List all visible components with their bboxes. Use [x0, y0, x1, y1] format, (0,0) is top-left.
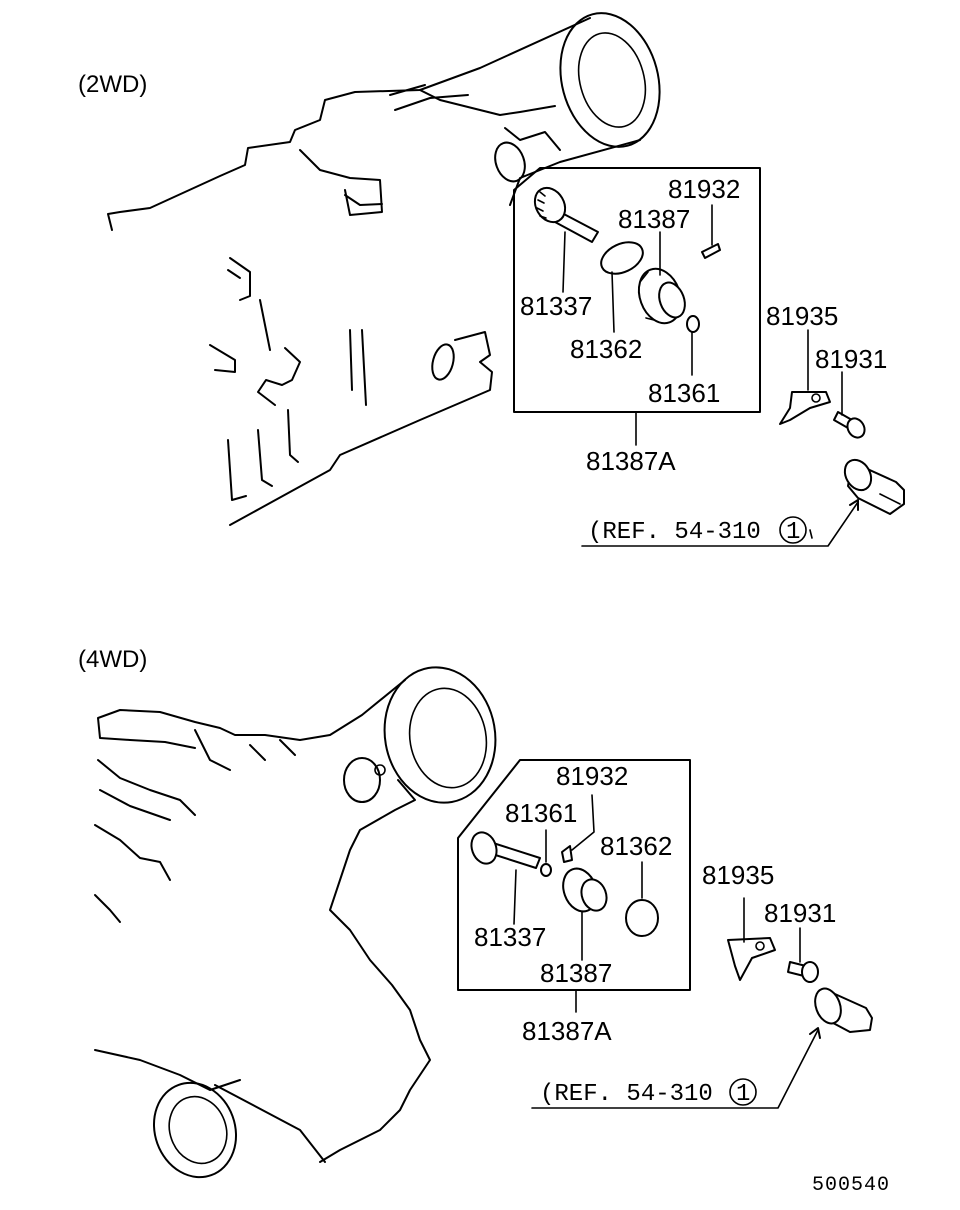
- label-81932-2wd: 81932: [668, 174, 740, 204]
- svg-text:1: 1: [786, 519, 800, 546]
- section-label-2wd: (2WD): [78, 71, 147, 98]
- pin-81932-2wd: [701, 243, 721, 259]
- o-ring-81361-2wd: [686, 315, 700, 333]
- diagram-code: 500540: [812, 1174, 890, 1197]
- speed-sensor-2wd: [843, 458, 905, 515]
- clamp-plate-81935-2wd: [779, 391, 831, 425]
- assembly-box-2wd: [513, 167, 761, 413]
- speed-sensor-4wd: [814, 987, 873, 1033]
- label-81931-4wd: 81931: [764, 898, 836, 928]
- label-81935-2wd: 81935: [766, 301, 838, 331]
- pin-81932-4wd: [561, 845, 573, 863]
- svg-text:1: 1: [736, 1081, 750, 1108]
- leader-lines-4wd: [513, 794, 643, 1013]
- reference-note-4wd: (REF. 54-310 1: [531, 1027, 821, 1109]
- label-81337-2wd: 81337: [520, 291, 592, 321]
- label-81931-2wd: 81931: [815, 344, 887, 374]
- svg-text:(REF. 54-310: (REF. 54-310: [588, 519, 761, 546]
- label-81932-4wd: 81932: [556, 761, 628, 791]
- assembly-box-4wd: [457, 759, 691, 991]
- o-ring-81361-4wd: [540, 863, 552, 877]
- label-81361-4wd: 81361: [505, 798, 577, 828]
- leader-lines-2wd: [562, 204, 713, 446]
- bolt-81931-2wd: [833, 411, 866, 439]
- label-81362-4wd: 81362: [600, 831, 672, 861]
- label-assembly-2wd: 81387A: [586, 446, 676, 476]
- o-ring-81362-4wd: [625, 899, 659, 937]
- o-ring-81362-2wd: [600, 241, 644, 275]
- clamp-plate-81935-4wd: [727, 937, 776, 981]
- svg-text:(REF. 54-310: (REF. 54-310: [540, 1081, 713, 1108]
- transmission-housing-2wd: [107, 12, 661, 526]
- label-81361-2wd: 81361: [648, 378, 720, 408]
- bolt-81931-4wd: [787, 961, 819, 983]
- drive-gear-shaft-81337-2wd: [533, 186, 599, 243]
- reference-note-2wd: (REF. 54-310 1: [581, 499, 859, 547]
- label-81362-2wd: 81362: [570, 334, 642, 364]
- label-81387-4wd: 81387: [540, 958, 612, 988]
- sleeve-81387-2wd: [637, 267, 686, 325]
- label-assembly-4wd: 81387A: [522, 1016, 612, 1046]
- sleeve-81387-4wd: [562, 867, 608, 913]
- section-label-4wd: (4WD): [78, 646, 147, 673]
- label-81387-2wd: 81387: [618, 204, 690, 234]
- drive-gear-shaft-81337-4wd: [470, 831, 541, 869]
- label-81935-4wd: 81935: [702, 860, 774, 890]
- transmission-housing-4wd: [94, 666, 497, 1179]
- label-81337-4wd: 81337: [474, 922, 546, 952]
